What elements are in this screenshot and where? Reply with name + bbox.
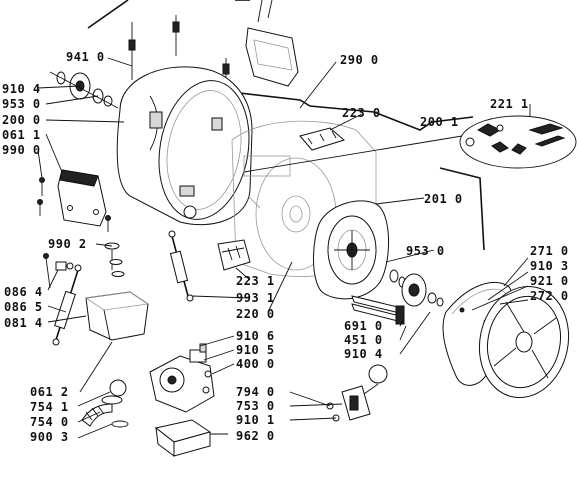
label-794-0: 794 0: [236, 385, 275, 399]
label-993-1: 993 1: [236, 291, 275, 305]
valve-assembly: [326, 364, 388, 422]
separator-lines: [87, 0, 485, 251]
shock-absorber-left: [52, 264, 82, 346]
label-086-5: 086 5: [4, 300, 43, 314]
right-bearing-pulley: [389, 269, 444, 307]
label-201-0: 201 0: [424, 192, 463, 206]
sensor-223-1: [217, 239, 251, 271]
label-200-1: 200 1: [420, 115, 459, 129]
label-081-4: 081 4: [4, 316, 43, 330]
damper-pins: [43, 253, 74, 289]
label-400-0: 400 0: [236, 357, 275, 371]
label-990-0: 990 0: [2, 143, 41, 157]
drum-pulley: [478, 285, 570, 399]
label-990-2: 990 2: [48, 237, 87, 251]
label-754-0: 754 0: [30, 415, 69, 429]
label-223-1: 223 1: [236, 274, 275, 288]
label-271-0: 271 0: [530, 244, 569, 258]
label-223-0: 223 0: [342, 106, 381, 120]
label-061-2: 061 2: [30, 385, 69, 399]
label-921-0: 921 0: [530, 274, 569, 288]
screws-990-0: [37, 177, 111, 232]
washers-990-2: [104, 242, 125, 277]
label-962-0: 962 0: [236, 429, 275, 443]
rear-tub: [116, 66, 253, 226]
label-910-4-right: 910 4: [344, 347, 383, 361]
left-counterweight-bracket: [57, 169, 107, 227]
label-290-0: 290 0: [340, 53, 379, 67]
label-061-1: 061 1: [2, 128, 41, 142]
label-910-3: 910 3: [530, 259, 569, 273]
label-691-0: 691 0: [344, 319, 383, 333]
label-941-0: 941 0: [66, 50, 105, 64]
label-753-0: 753 0: [236, 399, 275, 413]
bottom-counterweight: [84, 291, 150, 341]
top-counterweight: [245, 0, 299, 87]
label-754-1: 754 1: [30, 400, 69, 414]
leader-lines: [37, 57, 531, 439]
label-953-0-right: 953 0: [406, 244, 445, 258]
label-953-0-left: 953 0: [2, 97, 41, 111]
label-451-0: 451 0: [344, 333, 383, 347]
heater-element: [351, 295, 405, 325]
left-bearing-parts: [49, 71, 119, 109]
rear-flange: [313, 200, 389, 300]
label-910-4-left: 910 4: [2, 82, 41, 96]
pump-tray: [154, 419, 212, 457]
label-910-5: 910 5: [236, 343, 275, 357]
label-910-6: 910 6: [236, 329, 275, 343]
label-220-0: 220 0: [236, 307, 275, 321]
seal-223-0: [299, 127, 346, 151]
drain-hose: [81, 379, 129, 428]
shock-absorber-center: [168, 230, 194, 302]
part-labels: 941 0 910 4 953 0 200 0 061 1 990 0 290 …: [2, 50, 569, 444]
drain-pump: [149, 343, 215, 413]
fastener-set-221-1: [243, 115, 577, 173]
label-221-1: 221 1: [490, 97, 529, 111]
label-900-3: 900 3: [30, 430, 69, 444]
label-910-1: 910 1: [236, 413, 275, 427]
label-086-4: 086 4: [4, 285, 43, 299]
label-200-0: 200 0: [2, 113, 41, 127]
label-272-0: 272 0: [530, 289, 569, 303]
